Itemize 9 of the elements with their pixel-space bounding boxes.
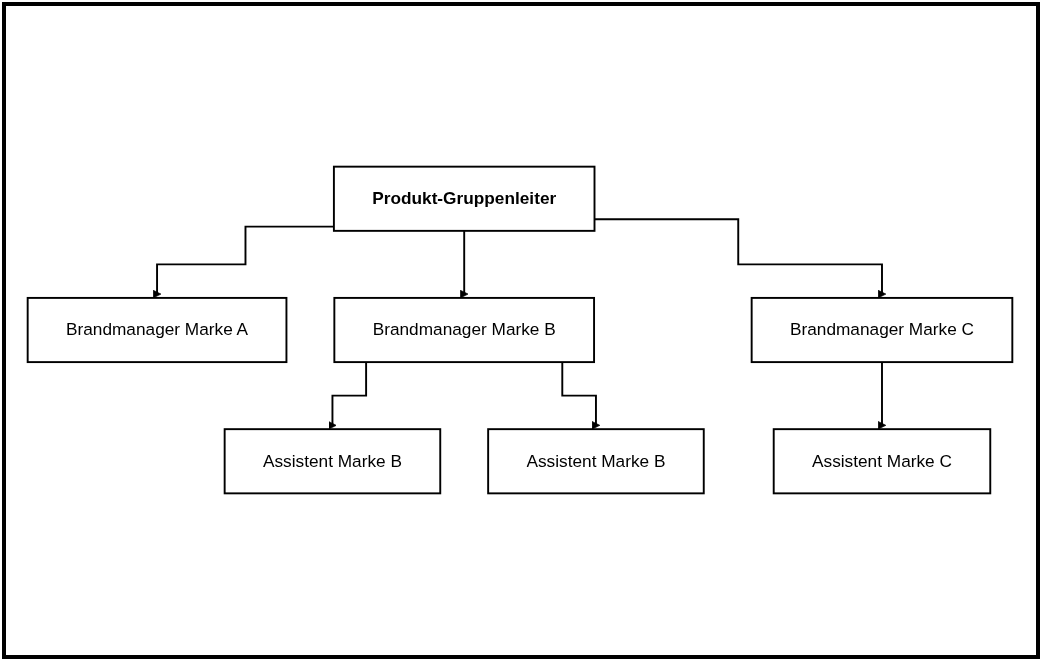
node-box: Produkt-Gruppenleiter [332, 165, 596, 232]
arrow [877, 361, 887, 430]
arrow [460, 229, 469, 299]
node-box: Brandmanager Marke B [333, 296, 595, 364]
node-box: Assistent Marke B [223, 428, 442, 495]
node-box: Brandmanager Marke C [750, 296, 1014, 364]
node-box: Brandmanager Marke A [26, 296, 288, 364]
node-box: Assistent Marke B [487, 428, 705, 495]
node-box: Assistent Marke C [772, 428, 992, 495]
